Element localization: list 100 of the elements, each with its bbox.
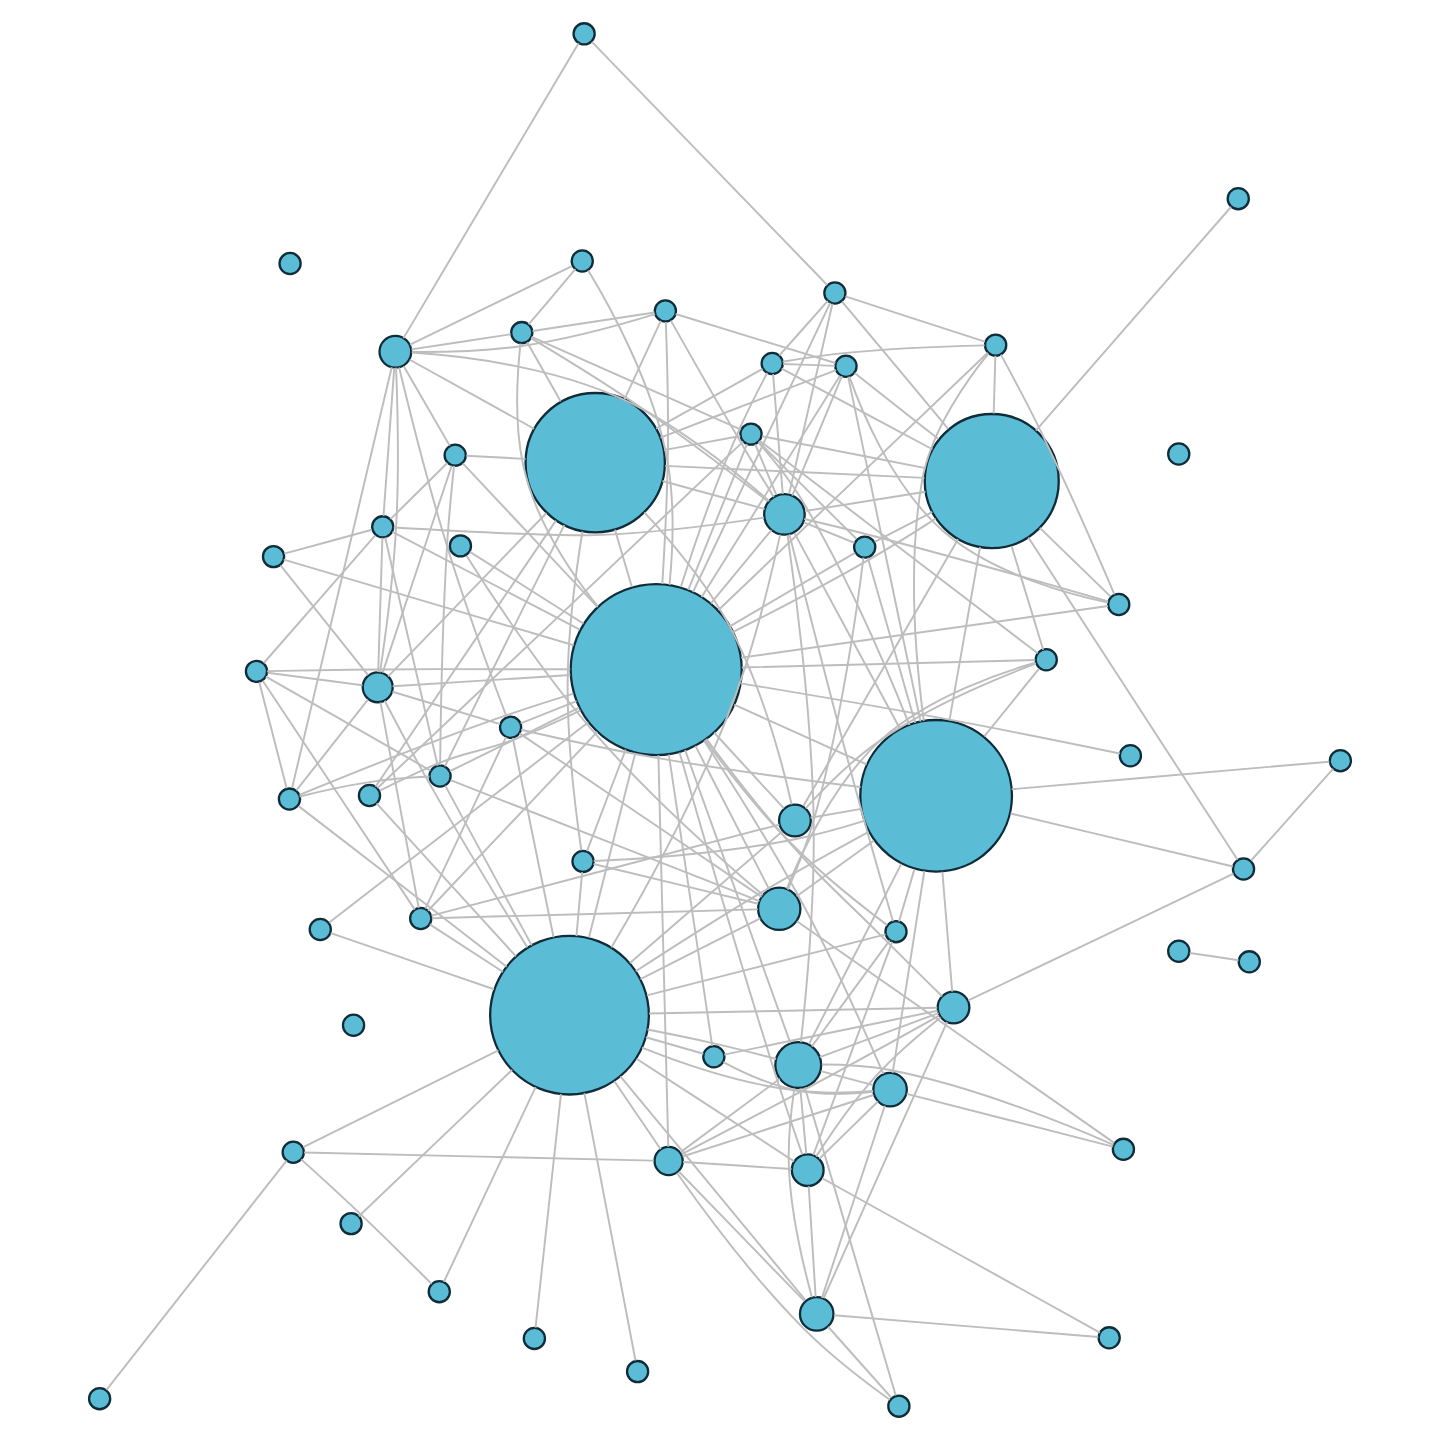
node-circle — [1328, 748, 1353, 773]
connector — [873, 511, 934, 543]
connector — [905, 1092, 1114, 1148]
connector — [402, 42, 580, 340]
connector — [740, 659, 1037, 669]
node-circle — [859, 718, 1014, 873]
connector — [733, 703, 868, 766]
node-circle — [923, 412, 1060, 550]
connector — [827, 1325, 893, 1399]
connector — [787, 1087, 813, 1299]
connector — [795, 839, 875, 898]
connector — [375, 802, 517, 958]
connector — [679, 1077, 781, 1154]
connector — [704, 739, 889, 927]
connector — [705, 737, 944, 998]
connector — [788, 533, 894, 923]
node-circle — [522, 1326, 547, 1351]
connector — [378, 709, 582, 792]
connector — [449, 779, 761, 903]
connector — [442, 1086, 537, 1283]
node-circle — [1111, 1137, 1136, 1162]
connector — [516, 342, 599, 608]
connector — [732, 517, 937, 633]
connector — [778, 300, 829, 357]
connector — [391, 530, 581, 631]
connector — [379, 701, 420, 909]
connector — [639, 917, 762, 981]
connector — [409, 265, 573, 346]
connector — [739, 682, 1121, 755]
connector — [297, 805, 508, 968]
node-circle — [1107, 592, 1131, 617]
connector — [645, 933, 887, 997]
connector — [667, 753, 714, 1047]
connector — [891, 870, 926, 1074]
connector — [781, 344, 986, 363]
connector — [793, 531, 901, 730]
connector — [796, 920, 1116, 1144]
node-circle — [570, 249, 594, 273]
connector — [575, 871, 584, 937]
connector — [266, 671, 364, 687]
connector — [703, 739, 885, 1075]
node-circle — [361, 671, 394, 704]
node-circle — [653, 1145, 684, 1177]
connector — [527, 268, 577, 326]
connector — [780, 367, 934, 451]
connector — [772, 373, 784, 495]
connector — [261, 679, 416, 911]
node-circle — [790, 1153, 825, 1188]
connector — [376, 440, 745, 789]
connector — [592, 819, 866, 862]
connector — [391, 674, 572, 688]
connector — [648, 1006, 939, 1015]
node-circle — [278, 251, 302, 276]
connector — [786, 534, 815, 1044]
connector — [428, 923, 504, 973]
node-circle — [244, 659, 269, 684]
connector — [382, 367, 396, 517]
connector — [619, 1075, 807, 1302]
connector — [802, 538, 959, 807]
connector — [641, 1046, 875, 1094]
node-circle — [1118, 744, 1143, 768]
connector — [258, 681, 288, 790]
node-circle — [448, 534, 473, 558]
connector — [820, 1104, 886, 1299]
node-circle — [281, 1140, 305, 1164]
connector — [661, 320, 669, 585]
connector — [692, 301, 832, 593]
node-circle — [341, 1013, 366, 1037]
connector — [1010, 760, 1331, 791]
connector — [262, 534, 377, 664]
connector — [740, 605, 1109, 659]
connector — [566, 530, 584, 852]
connector — [898, 868, 916, 923]
connector — [646, 1028, 778, 1060]
node-circle — [571, 849, 595, 874]
connector — [592, 863, 760, 905]
connector — [520, 728, 862, 788]
node-circle — [1097, 1326, 1121, 1350]
connector — [679, 371, 769, 588]
connector — [398, 366, 508, 718]
connector — [657, 754, 670, 1148]
connector — [700, 374, 841, 598]
connector — [518, 732, 763, 898]
node-circle — [739, 422, 763, 446]
connector — [1027, 536, 1239, 861]
node-circle — [498, 715, 523, 740]
connector — [282, 558, 575, 647]
connector — [377, 536, 384, 674]
connector — [1009, 812, 1234, 868]
connector — [717, 351, 989, 612]
node-circle — [1226, 186, 1250, 211]
node-circle — [887, 1394, 911, 1418]
connector — [757, 441, 911, 726]
connector — [635, 1057, 796, 1163]
connector — [588, 751, 637, 939]
connector — [788, 302, 834, 495]
connector — [379, 366, 399, 674]
connector — [465, 554, 764, 897]
connector — [804, 662, 1037, 810]
connector — [439, 464, 456, 766]
